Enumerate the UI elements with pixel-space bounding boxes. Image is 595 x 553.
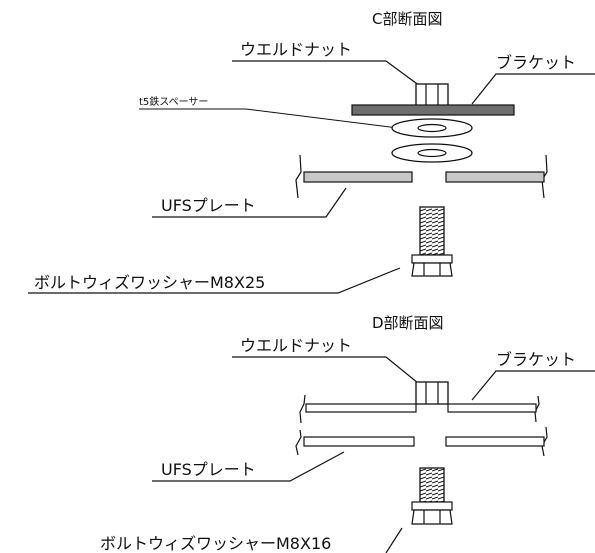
section-c-weld-nut-label: ウエルドナット	[240, 40, 352, 59]
section-d-bolt-label: ボルトウィズワッシャーM8X16	[100, 534, 331, 553]
section-d-ufs-plate	[295, 426, 548, 457]
section-c-bracket	[351, 104, 515, 116]
section-d-plate-label: UFSプレート	[161, 460, 256, 479]
section-c-spacer-washer-1	[391, 118, 473, 138]
section-c-bolt-leader	[28, 267, 401, 294]
section-c-spacer-label: t5鉄スペーサー	[139, 95, 208, 108]
section-c-bolt-label: ボルトウィズワッシャーM8X25	[34, 273, 265, 292]
section-c-title: C部断面図	[372, 10, 442, 28]
section-c-bracket-label: ブラケット	[496, 53, 576, 72]
section-d-bolt-leader	[385, 527, 403, 553]
section-c-ufs-plate	[295, 154, 548, 199]
section-c-weld-nut	[415, 83, 449, 107]
section-d-bracket	[299, 394, 540, 424]
section-c-bolt	[411, 206, 453, 277]
section-d-bracket-leader	[471, 370, 595, 401]
section-c-bracket-leader	[471, 73, 595, 105]
section-c-spacer-leader	[139, 108, 399, 129]
section-c: C部断面図 ウエルドナット ブラケット t5鉄スペーサー	[28, 10, 595, 294]
section-d-plate-leader	[152, 451, 345, 482]
section-c-plate-leader	[152, 187, 347, 218]
section-c-weld-nut-leader	[232, 60, 421, 87]
section-c-spacer-washer-2	[391, 143, 473, 163]
section-d-weld-nut-leader	[232, 356, 419, 384]
section-c-plate-label: UFSプレート	[161, 196, 256, 215]
section-d-bracket-label: ブラケット	[496, 350, 576, 369]
section-d-bolt	[411, 467, 453, 525]
section-d-weld-nut	[415, 381, 449, 405]
section-d-weld-nut-label: ウエルドナット	[240, 336, 352, 355]
section-d: D部断面図 ウエルドナット ブラケット UFSプレート	[100, 314, 595, 553]
section-d-title: D部断面図	[372, 314, 444, 332]
